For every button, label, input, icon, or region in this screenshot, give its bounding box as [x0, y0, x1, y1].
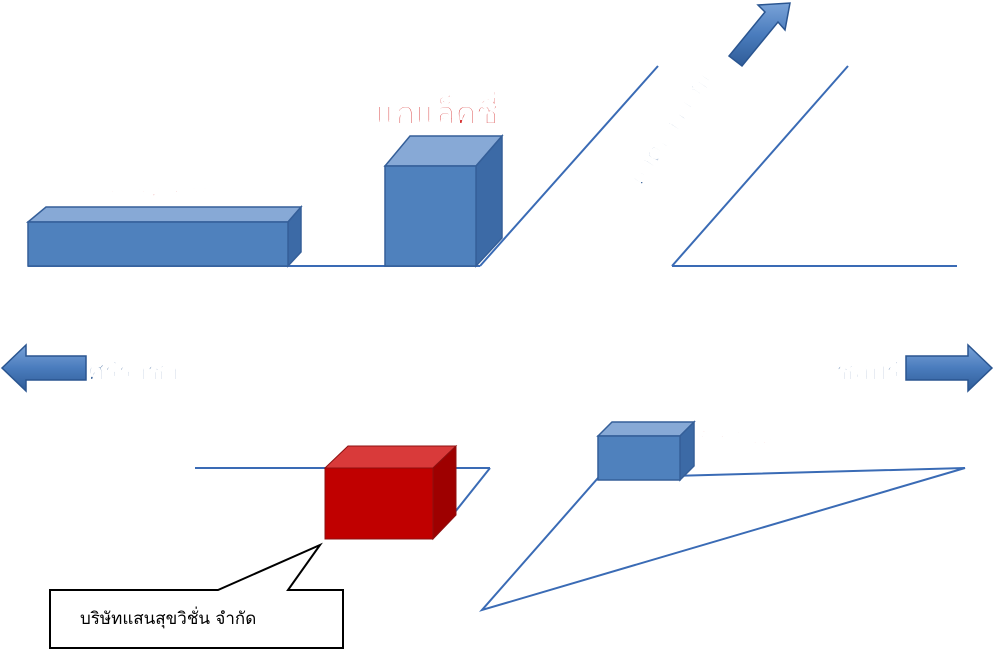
beach-label: หาดบางแสน — [622, 66, 719, 191]
arrow-east-icon — [905, 343, 994, 393]
company-name: บริษัทแสนสุขวิชั่น จำกัด — [80, 606, 256, 629]
arrow-west-icon — [0, 343, 87, 393]
sriracha-label: ศรีราชา — [88, 357, 179, 387]
police-box-label: ป้อมตำรวจ — [700, 429, 777, 448]
market-block — [25, 204, 303, 268]
road-beach-left-edge — [479, 65, 659, 267]
galaxy-block — [383, 133, 504, 268]
market-label: ตลาดหนองมน — [108, 181, 215, 201]
chonburi-label: ชลบุรี — [836, 357, 900, 388]
police-box-block — [596, 420, 696, 482]
company-block — [323, 444, 458, 541]
arrow-beach-icon — [727, 2, 791, 68]
galaxy-label: แกแล็คซี่ — [375, 90, 498, 132]
road-beach-right-edge — [671, 65, 849, 267]
road-south-driveway — [454, 467, 491, 513]
road-south-triangle — [478, 467, 966, 612]
company-callout — [49, 542, 344, 649]
